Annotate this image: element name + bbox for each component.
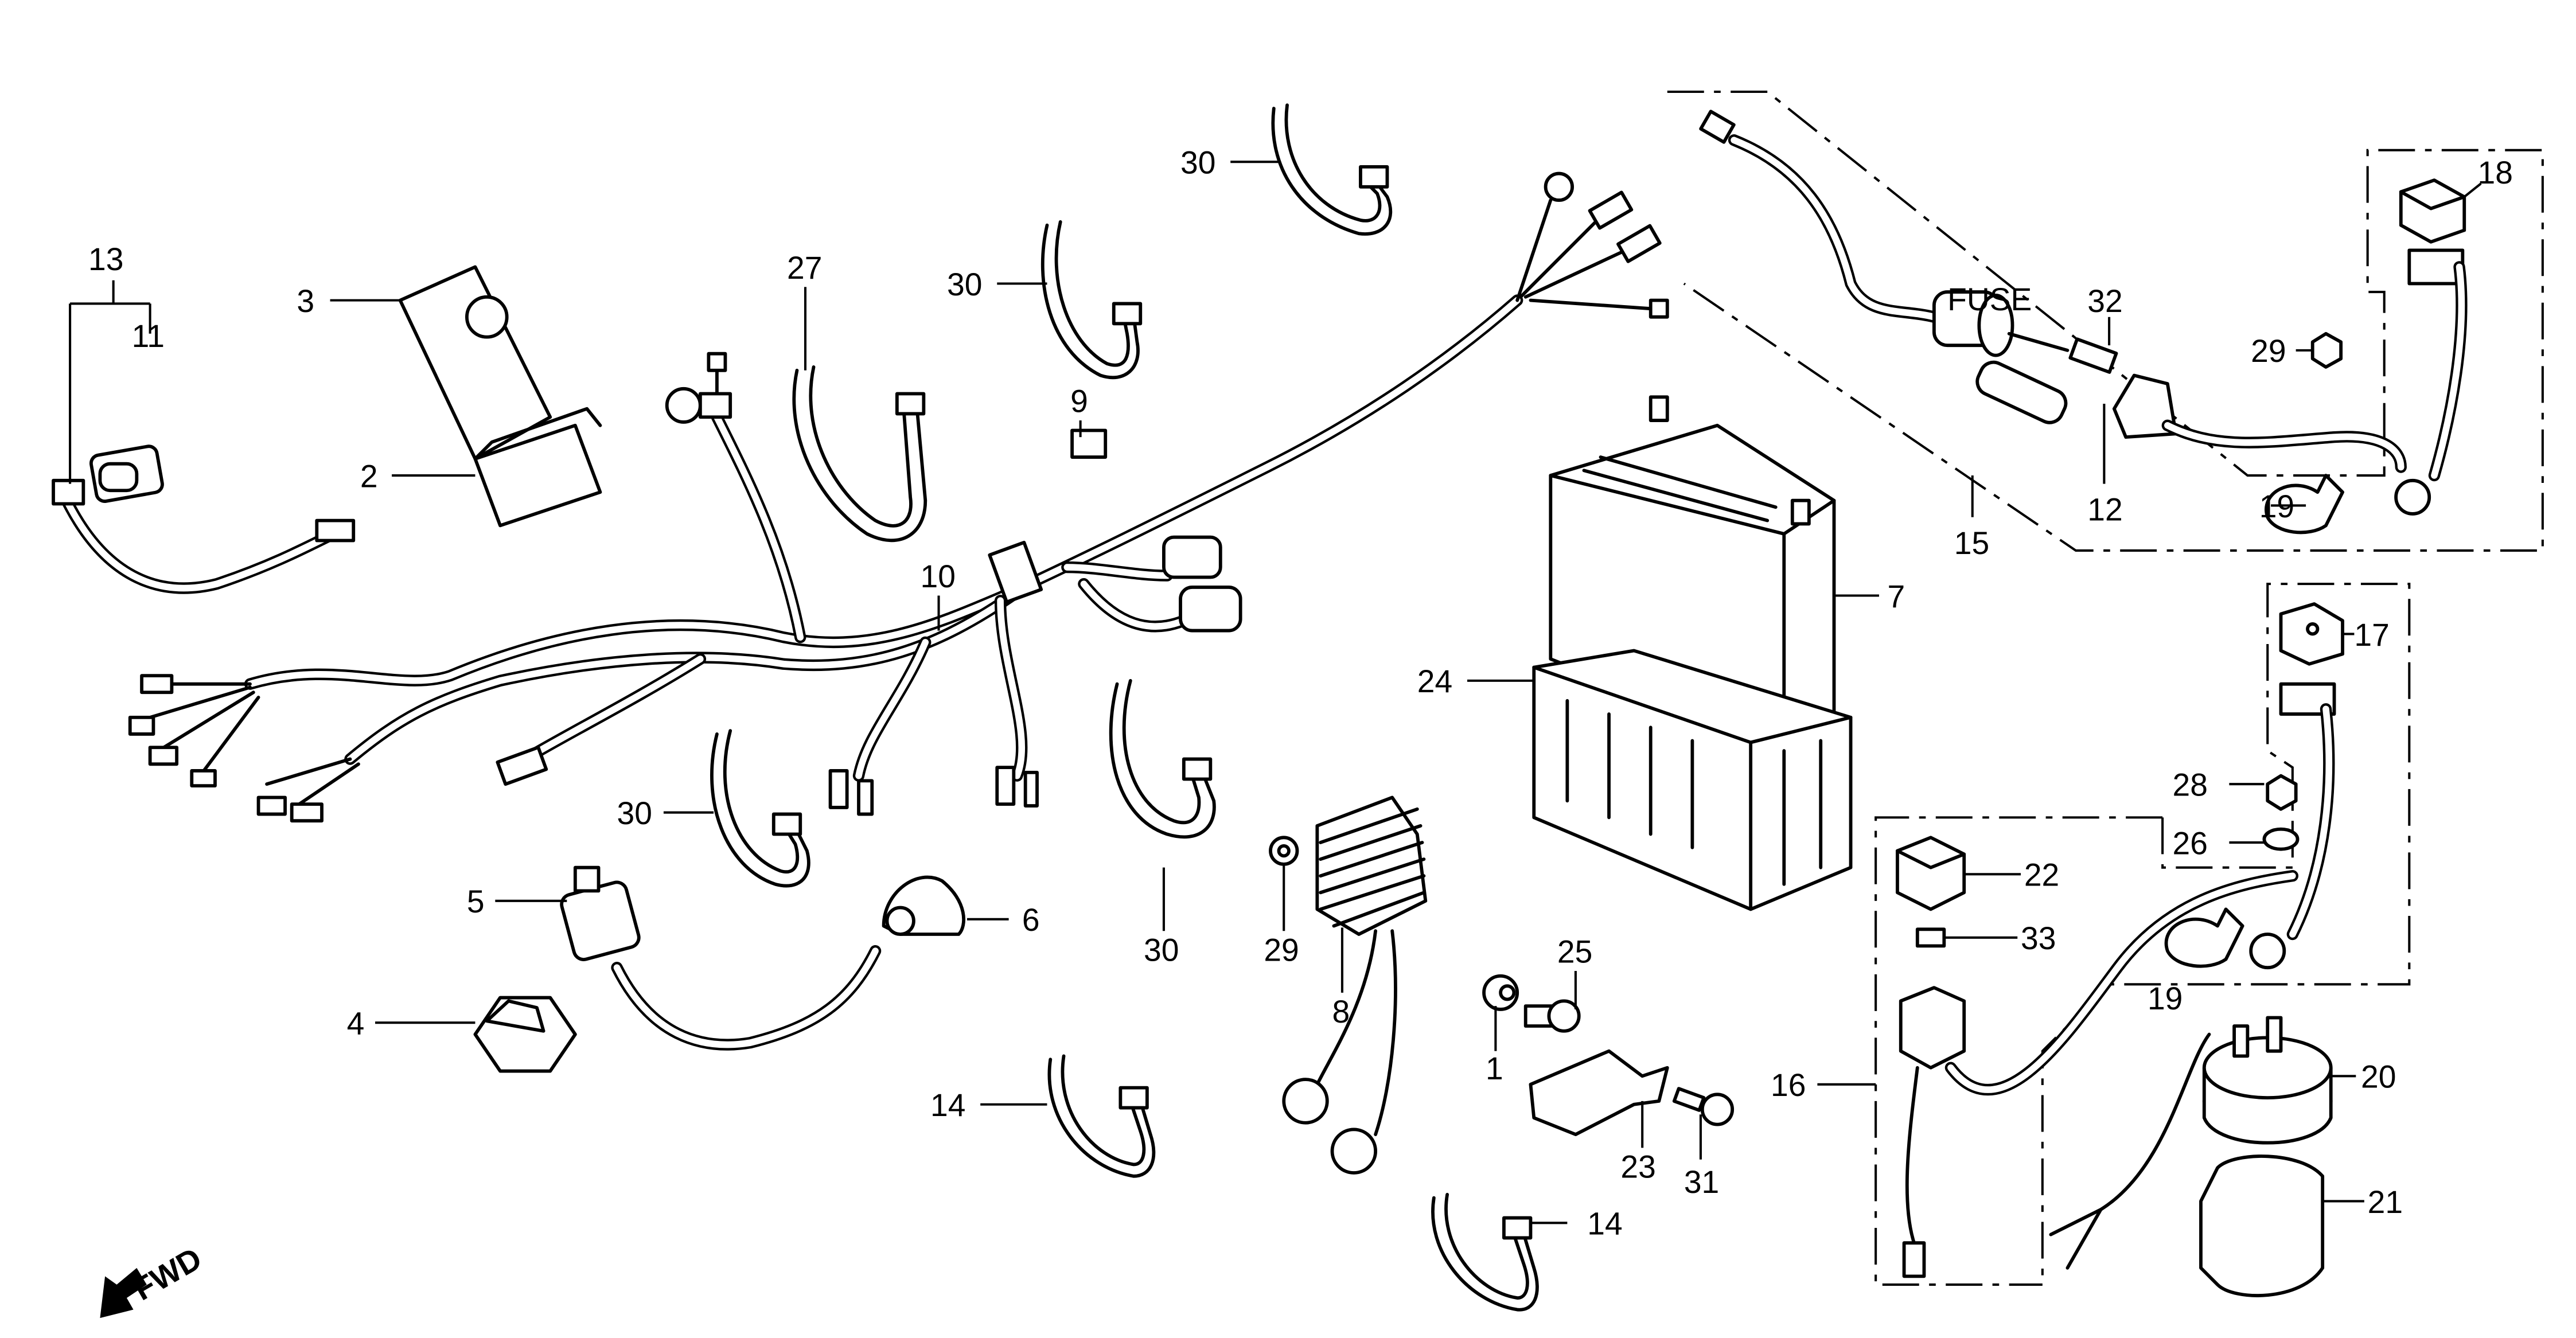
callout-30-d: 30 <box>1144 933 1179 968</box>
part-2-relay <box>473 407 602 528</box>
negative-cable <box>2249 682 2336 970</box>
callout-20: 20 <box>2361 1059 2396 1095</box>
callout-15: 15 <box>1954 525 1989 561</box>
callout-14-left: 14 <box>930 1087 965 1123</box>
leader-lines <box>69 161 2482 1224</box>
callout-8: 8 <box>1332 994 1350 1029</box>
part-19-boot-lower <box>2164 907 2244 968</box>
callout-6: 6 <box>1022 902 1040 938</box>
callout-28: 28 <box>2173 767 2208 803</box>
callout-12: 12 <box>2087 492 2122 528</box>
callout-19-top: 19 <box>2259 489 2294 524</box>
group-16-boundary <box>1874 816 2163 1286</box>
strap-27 <box>792 365 927 543</box>
part-29-nut-top <box>2310 331 2343 369</box>
callout-9: 9 <box>1070 383 1088 419</box>
part-26-washer <box>2262 827 2300 851</box>
callout-3: 3 <box>297 283 314 319</box>
part-28-nut <box>2266 774 2298 811</box>
callout-23: 23 <box>1620 1149 1655 1185</box>
part-1-grommet <box>1482 974 1519 1011</box>
part-25-collar <box>1523 999 1581 1033</box>
callout-24: 24 <box>1417 664 1452 699</box>
fwd-label: FWD <box>127 1241 208 1308</box>
callout-16: 16 <box>1771 1067 1806 1103</box>
callout-30-a: 30 <box>947 267 982 302</box>
callout-29-mid: 29 <box>1264 933 1299 968</box>
strap-30-mid-right <box>1109 678 1216 839</box>
callout-30-b: 30 <box>1180 145 1215 181</box>
part-32-fuse <box>2068 337 2118 374</box>
main-wire-harness <box>128 171 1669 823</box>
callout-19-lower: 19 <box>2148 981 2183 1016</box>
sub-harness-13 <box>52 478 356 594</box>
callout-31: 31 <box>1684 1164 1719 1200</box>
part-3-unit <box>398 265 552 461</box>
part-15-fuse-holder-cable: FUSE <box>1699 110 2407 473</box>
strap-14-right <box>1431 1192 1539 1312</box>
part-21-solenoid-cover <box>2199 1154 2325 1297</box>
callout-5: 5 <box>467 884 485 919</box>
fwd-direction-marker: FWD <box>100 1241 208 1319</box>
callout-26: 26 <box>2173 825 2208 861</box>
part-17-terminal-cover <box>2279 602 2344 666</box>
callout-17: 17 <box>2354 617 2389 653</box>
part-6-plug-cap <box>882 875 965 936</box>
strap-14-left <box>1047 1054 1156 1178</box>
callout-18: 18 <box>2477 155 2512 190</box>
callout-11: 11 <box>132 318 165 354</box>
callout-1: 1 <box>1486 1051 1503 1086</box>
callout-33: 33 <box>2021 920 2056 956</box>
part-29-nut-mid <box>1269 836 1299 866</box>
strap-30-top-a <box>1040 220 1143 380</box>
callout-27: 27 <box>787 250 822 286</box>
part-20-starter-solenoid <box>2049 1016 2333 1270</box>
callout-22: 22 <box>2024 857 2059 893</box>
callout-29-top: 29 <box>2251 333 2286 369</box>
callout-7: 7 <box>1887 579 1905 614</box>
callout-25: 25 <box>1557 934 1592 969</box>
part-5-ignition-coil <box>560 865 882 1051</box>
callout-32: 32 <box>2087 283 2122 319</box>
part-31-bolt <box>1672 1087 1735 1126</box>
callout-30-c: 30 <box>617 795 652 831</box>
callout-2: 2 <box>360 458 378 494</box>
part-16-relay-harness <box>1899 870 2299 1278</box>
part-18-terminal-cover <box>2399 178 2466 244</box>
callout-10: 10 <box>921 559 956 594</box>
part-8-regulator-rectifier <box>1282 795 1428 1175</box>
part-12-fuse-cover <box>1975 360 2068 424</box>
part-4-hex-cover <box>473 996 577 1073</box>
strap-30-mid-left <box>710 729 810 888</box>
callout-4: 4 <box>347 1006 365 1041</box>
part-24-battery-box <box>1532 649 1853 911</box>
callout-13: 13 <box>88 241 123 277</box>
part-9-relay-small <box>1070 428 1108 459</box>
fuse-text: FUSE <box>1947 282 2032 317</box>
callout-21: 21 <box>2368 1184 2403 1220</box>
part-33-fuse <box>1915 927 1946 948</box>
part-11-connector <box>89 444 164 503</box>
callout-labels: 13 11 3 2 27 30 30 9 10 30 5 6 4 30 29 8… <box>88 145 2513 1242</box>
part-23-bracket <box>1529 1049 1669 1137</box>
callout-14-right: 14 <box>1587 1206 1622 1242</box>
strap-30-top-b <box>1271 103 1393 236</box>
battery-cable-top <box>2394 248 2468 516</box>
part-19-boot-top <box>2265 474 2344 535</box>
fwd-arrow-icon <box>100 1267 147 1319</box>
part-22-relay <box>1896 836 1966 911</box>
